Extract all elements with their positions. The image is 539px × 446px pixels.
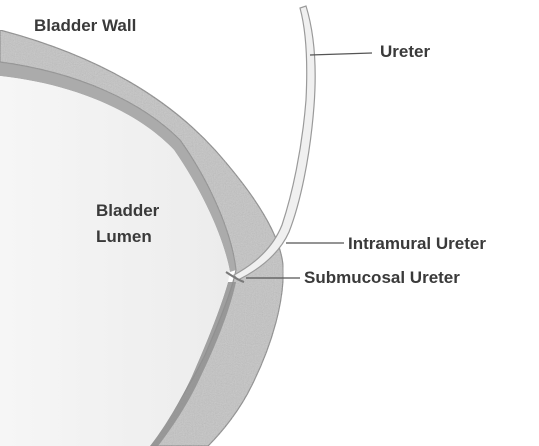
bladder-lumen-label-line1: Bladder [96,201,159,221]
intramural-ureter-label: Intramural Ureter [348,234,486,254]
ureter-leader-line [310,53,372,55]
ureter-label: Ureter [380,42,430,62]
submucosal-ureter-label: Submucosal Ureter [304,268,460,288]
bladder-wall-label: Bladder Wall [34,16,136,36]
bladder-lumen-label-line2: Lumen [96,227,152,247]
